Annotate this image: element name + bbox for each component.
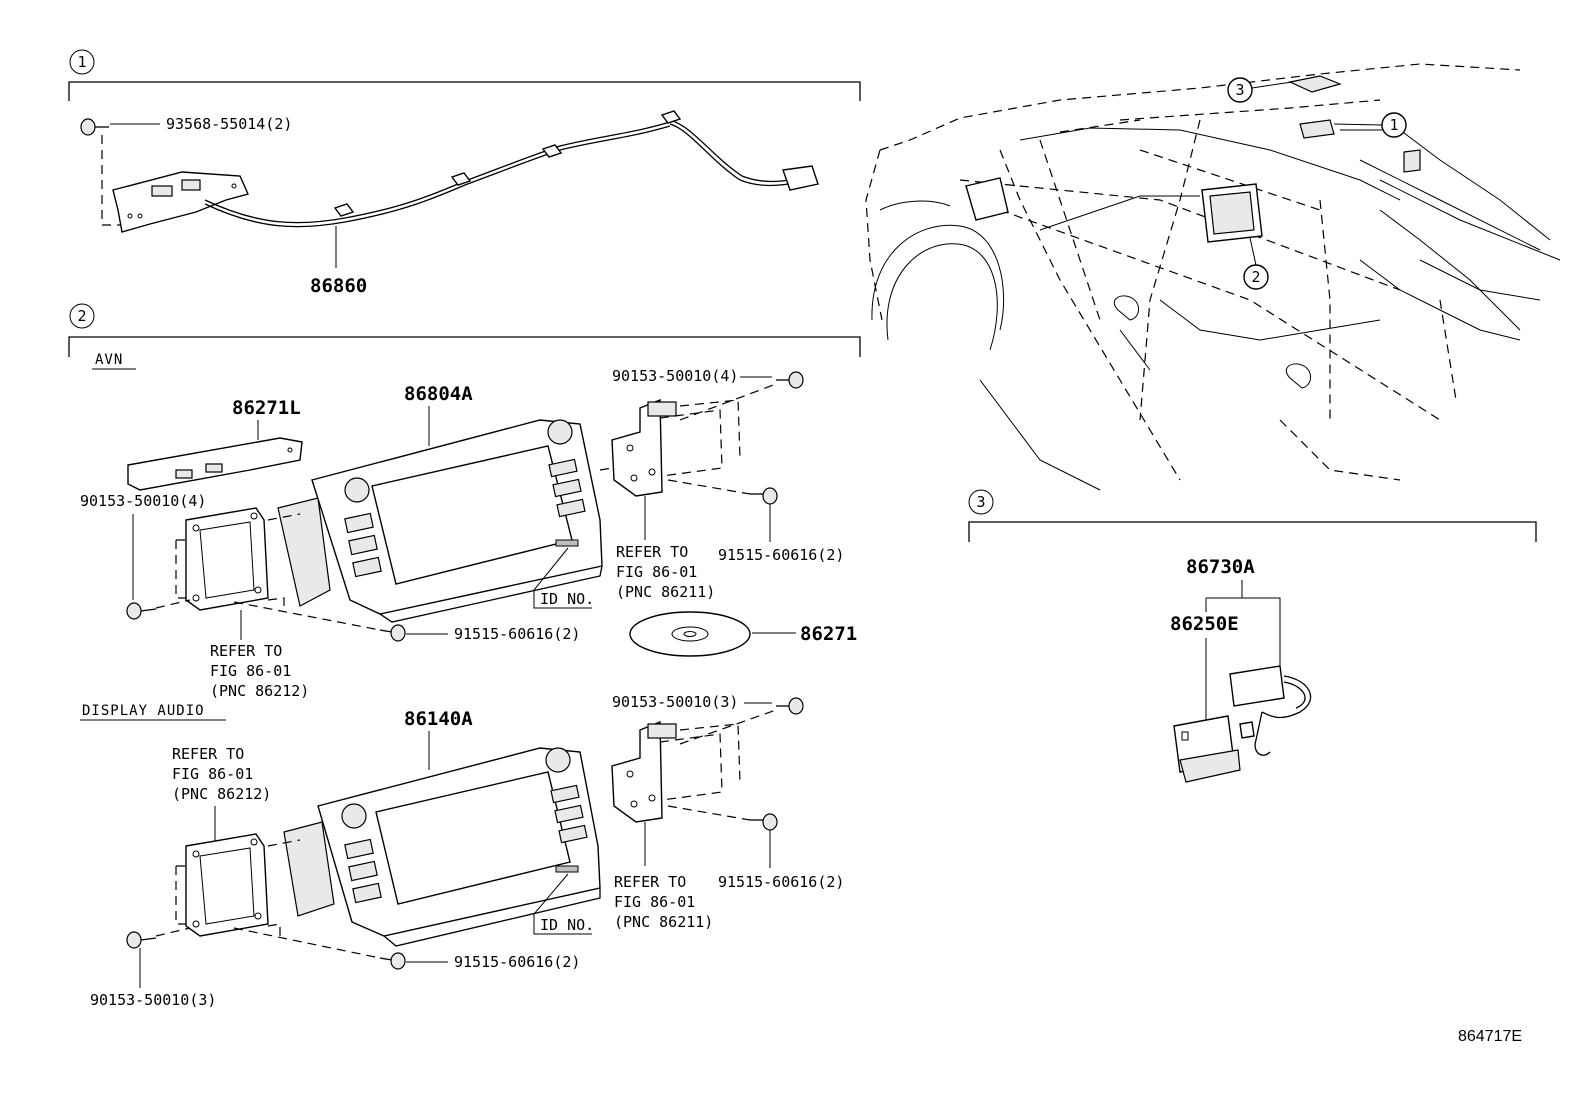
section-1-bracket-line — [68, 81, 861, 101]
svg-text:1: 1 — [77, 53, 86, 71]
vehicle-callout-1: 1 — [1333, 112, 1407, 138]
dashed-guide — [659, 409, 723, 477]
dashed-guide — [155, 599, 191, 609]
refer-line: (PNC 86212) — [210, 682, 309, 700]
screw-icon — [126, 931, 157, 949]
refer-line: REFER TO — [172, 745, 244, 763]
dashed-guide — [659, 733, 723, 801]
part-number-label: 91515-60616(2) — [454, 625, 580, 643]
section-marker-3: 3 — [968, 489, 994, 515]
svg-text:2: 2 — [1251, 268, 1260, 286]
dashed-guide — [175, 539, 186, 599]
dashed-guide — [267, 839, 301, 938]
svg-text:3: 3 — [1235, 81, 1244, 99]
leader-line — [1205, 597, 1281, 674]
receiver-with-cable-icon — [1229, 665, 1312, 756]
screw-icon — [126, 602, 157, 620]
id-number-label: ID NO. — [540, 916, 594, 934]
refer-line: REFER TO — [210, 642, 282, 660]
section-2-bracket-line — [68, 336, 861, 357]
display-audio-group: 86140A — [90, 693, 844, 1009]
refer-line: REFER TO — [616, 543, 688, 561]
part-number-label: 86804A — [404, 383, 473, 405]
dashed-guide — [679, 399, 741, 459]
dashed-guide — [175, 865, 186, 925]
avn-head-unit-icon — [277, 419, 603, 623]
refer-line: FIG 86-01 — [614, 893, 695, 911]
display-audio-left-bracket-icon — [185, 833, 269, 937]
part-number-label: 90153-50010(4) — [612, 367, 738, 385]
id-number-label: ID NO. — [540, 590, 594, 608]
display-audio-head-unit-icon — [283, 747, 601, 947]
leader-line — [533, 873, 592, 935]
section-3: 3 86730A 86250E — [968, 489, 1537, 783]
part-number-label: 86860 — [310, 275, 367, 297]
svg-text:1: 1 — [1389, 116, 1398, 134]
svg-text:3: 3 — [976, 493, 985, 511]
refer-line: REFER TO — [614, 873, 686, 891]
part-number-label: 91515-60616(2) — [718, 546, 844, 564]
dashed-guide — [101, 135, 120, 226]
avn-right-bracket-icon — [611, 398, 677, 497]
leader-line — [533, 547, 592, 609]
dashed-guide — [679, 723, 741, 783]
dashed-guide — [599, 467, 613, 471]
wire-harness-icon — [204, 110, 819, 228]
part-number-label: 91515-60616(2) — [718, 873, 844, 891]
display-audio-header: DISPLAY AUDIO — [82, 703, 205, 719]
screw-icon — [379, 624, 406, 642]
dashed-guide — [233, 601, 381, 631]
part-number-label: 93568-55014(2) — [166, 115, 292, 133]
screw-icon — [750, 487, 778, 505]
section-marker-2: 2 — [69, 303, 95, 329]
figure-id: 864717E — [1458, 1028, 1522, 1045]
part-number-label: 86250E — [1170, 613, 1239, 635]
section-marker-1: 1 — [69, 49, 95, 75]
refer-line: (PNC 86212) — [172, 785, 271, 803]
section-2: 2 AVN 86271L 86804A — [68, 303, 861, 1009]
dashed-guide — [679, 709, 777, 745]
refer-line: FIG 86-01 — [210, 662, 291, 680]
upper-bracket-icon — [127, 437, 303, 491]
refer-line: (PNC 86211) — [616, 583, 715, 601]
svg-text:2: 2 — [77, 307, 86, 325]
part-number-label: 86140A — [404, 708, 473, 730]
part-number-label: 86730A — [1186, 556, 1255, 578]
dashed-guide — [679, 383, 777, 421]
screw-icon — [776, 697, 804, 715]
avn-group: 86271L 86804A — [80, 367, 857, 700]
screw-icon — [776, 371, 804, 389]
screw-icon — [80, 118, 109, 136]
refer-line: FIG 86-01 — [172, 765, 253, 783]
screw-icon — [379, 952, 406, 970]
part-number-label: 90153-50010(3) — [90, 991, 216, 1009]
section-3-bracket-line — [968, 521, 1537, 542]
part-number-label: 91515-60616(2) — [454, 953, 580, 971]
dashed-guide — [233, 927, 381, 959]
part-number-label: 86271L — [232, 397, 301, 419]
part-number-label: 90153-50010(3) — [612, 693, 738, 711]
dashed-guide — [667, 805, 751, 821]
vehicle-interior-illustration: 3 1 2 — [865, 63, 1561, 491]
display-audio-right-bracket-icon — [611, 720, 677, 823]
avn-header: AVN — [95, 352, 123, 368]
part-number-label: 86271 — [800, 623, 857, 645]
section-1: 1 93568-55014(2) — [68, 49, 861, 297]
refer-line: (PNC 86211) — [614, 913, 713, 931]
vehicle-callout-3: 3 — [1227, 77, 1293, 103]
screw-icon — [750, 813, 778, 831]
refer-line: FIG 86-01 — [616, 563, 697, 581]
part-number-label: 90153-50010(4) — [80, 492, 206, 510]
dashed-guide — [267, 513, 301, 612]
dashed-guide — [155, 927, 191, 937]
module-unit-icon — [1173, 715, 1241, 783]
dashed-guide — [667, 479, 751, 495]
harness-bracket-icon — [112, 171, 249, 233]
vehicle-callout-2: 2 — [1243, 237, 1269, 290]
avn-left-bracket-icon — [185, 507, 269, 611]
disc-icon — [629, 611, 751, 657]
